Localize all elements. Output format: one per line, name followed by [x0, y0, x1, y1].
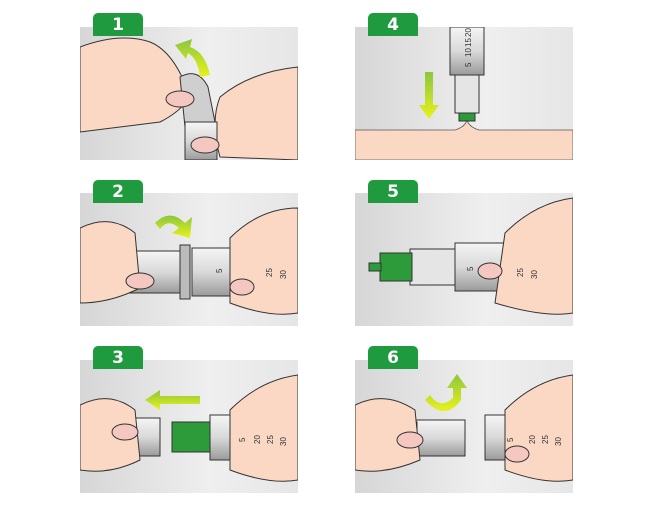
dose-scale-label: 5	[215, 268, 224, 273]
dose-scale-label: 20	[253, 435, 262, 444]
step-4-illustration: 20 15 10 5	[355, 27, 573, 160]
dose-scale-label: 25	[541, 435, 550, 444]
dose-scale-label: 15	[464, 38, 473, 47]
arrow-icon	[175, 39, 210, 77]
step-4-badge: 4	[368, 13, 418, 36]
dose-scale-label: 20	[464, 28, 473, 37]
step-4-panel: 20 15 10 5	[355, 27, 573, 160]
step-1-illustration	[80, 37, 298, 160]
dose-scale-label: 5	[506, 437, 515, 442]
step-3-panel: 5 20 25 30	[80, 360, 298, 493]
dose-scale-label: 30	[279, 270, 288, 279]
step-2-illustration: 5 25 30	[80, 207, 298, 315]
dose-scale-label: 30	[279, 437, 288, 446]
dose-scale-label: 5	[464, 62, 473, 67]
dose-scale-label: 10	[464, 48, 473, 57]
dose-scale-label: 25	[266, 435, 275, 444]
dose-scale-label: 5	[238, 437, 247, 442]
step-2-badge: 2	[93, 180, 143, 203]
step-6-badge: 6	[368, 346, 418, 369]
step-5-badge: 5	[368, 180, 418, 203]
step-6-panel: 5 20 25 30	[355, 360, 573, 493]
dose-scale-label: 5	[466, 266, 475, 271]
step-3-illustration: 5 20 25 30	[80, 374, 298, 482]
dose-scale-label: 30	[554, 437, 563, 446]
arrow-left-icon	[145, 390, 200, 410]
step-5-illustration: 5 25 30	[368, 197, 573, 315]
step-1-badge: 1	[93, 13, 143, 36]
dose-scale-label: 25	[516, 268, 525, 277]
arrow-down-icon	[419, 72, 439, 119]
rotate-arrow-icon	[155, 215, 192, 238]
step-3-badge: 3	[93, 346, 143, 369]
step-1-panel	[80, 27, 298, 160]
step-5-panel: 5 25 30	[355, 193, 573, 326]
rotate-arrow-icon	[425, 374, 467, 411]
step-2-panel: 5 25 30	[80, 193, 298, 326]
dose-scale-label: 30	[530, 270, 539, 279]
dose-scale-label: 25	[265, 268, 274, 277]
dose-scale-label: 20	[528, 435, 537, 444]
step-6-illustration: 5 20 25 30	[355, 374, 573, 482]
